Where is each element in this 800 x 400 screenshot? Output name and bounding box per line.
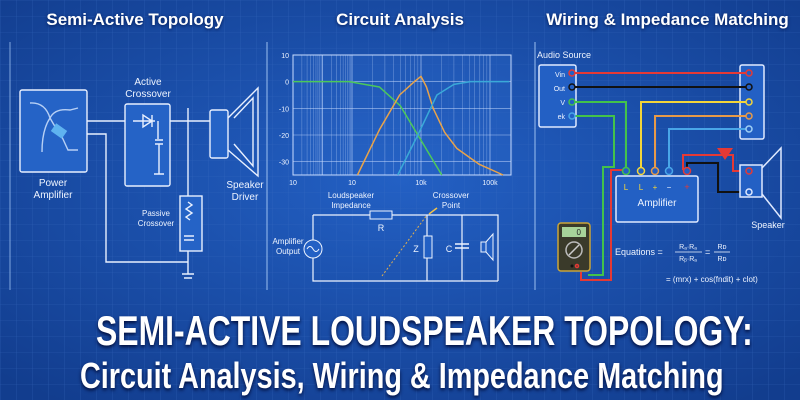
impedance-label: Loudspeaker — [328, 191, 375, 200]
passive-crossover-block — [179, 195, 203, 252]
speaker-label: Speaker — [751, 220, 785, 230]
series-line-2 — [397, 80, 510, 176]
svg-text:ek: ek — [558, 114, 566, 121]
passive-crossover-label: Passive — [142, 209, 171, 218]
wires — [572, 72, 749, 281]
audio-source-label: Audio Source — [537, 50, 591, 60]
series-line-1 — [356, 75, 504, 176]
speaker-driver-icon — [209, 86, 259, 178]
r-label: R — [378, 223, 385, 233]
series-line-0 — [293, 80, 443, 176]
power-amplifier-block — [19, 89, 88, 173]
frequency-response-chart: 10 0 -10 -20 -30 10 10 10k 100kLoudspeakerImpeda… — [272, 53, 512, 282]
svg-text:=: = — [705, 247, 710, 257]
crossover-arrow — [428, 207, 438, 215]
svg-text:Driver: Driver — [232, 192, 259, 203]
equation-expression: = (mrx) + cos(fndit) + clot) — [666, 275, 758, 284]
svg-text:V: V — [560, 100, 565, 107]
heading-semi-active: Semi-Active Topology — [46, 10, 224, 29]
equation-label: Equations = — [615, 247, 663, 257]
svg-text:Rᵦ·Rₐ: Rᵦ·Rₐ — [679, 256, 697, 263]
svg-text:Rᴅ: Rᴅ — [718, 244, 727, 251]
multimeter-icon — [557, 222, 591, 272]
subtitle: Circuit Analysis, Wiring & Impedance Mat… — [80, 355, 724, 396]
z-label: Z — [413, 244, 419, 254]
svg-text:Vin: Vin — [555, 72, 565, 79]
svg-text:L: L — [624, 183, 629, 192]
x-tick-label: 10 — [289, 180, 297, 187]
crossover-marker — [381, 214, 428, 277]
svg-text:L: L — [639, 183, 644, 192]
wiring-diagram: Audio Source Vin Out V ek L L + − + Ampl… — [537, 50, 785, 284]
wires — [87, 108, 210, 279]
x-tick-label: 10k — [415, 180, 427, 187]
y-tick-label: -20 — [279, 133, 289, 140]
meter-value: 0 — [577, 228, 582, 237]
main-title: SEMI-ACTIVE LOUDSPEAKER TOPOLOGY: — [96, 307, 753, 354]
x-tick-label: 100k — [482, 180, 498, 187]
y-tick-label: 10 — [281, 53, 289, 60]
x-tick-label: 10 — [348, 180, 356, 187]
svg-text:Rₐ·Rₐ: Rₐ·Rₐ — [679, 244, 697, 251]
amp-output-label: Amplifier — [272, 237, 303, 246]
crossover-point-label: Point — [442, 201, 461, 210]
svg-text:Amplifier: Amplifier — [34, 190, 74, 201]
svg-text:+: + — [684, 182, 689, 192]
speaker-driver-label: Speaker — [226, 180, 264, 191]
resistor-r — [369, 210, 393, 220]
speaker-icon — [480, 232, 494, 262]
power-amplifier-label: Power — [39, 178, 68, 189]
terminals — [568, 69, 753, 176]
svg-text:−: − — [667, 183, 672, 192]
semi-active-diagram: Power Amplifier Active Crossover Speaker… — [19, 77, 264, 279]
plot-area — [292, 54, 512, 176]
impedance-label: Impedance — [331, 201, 371, 210]
amp-output-label: Output — [276, 247, 301, 256]
capacitor-c — [455, 243, 469, 249]
svg-text:Crossover: Crossover — [138, 219, 175, 228]
crossover-point-label: Crossover — [433, 191, 470, 200]
c-label: C — [446, 244, 453, 254]
circuit-wires — [312, 214, 499, 282]
sine-icon — [306, 246, 320, 252]
y-tick-label: -10 — [279, 106, 289, 113]
svg-text:Rᴅ: Rᴅ — [718, 256, 727, 263]
svg-text:Out: Out — [554, 86, 565, 93]
svg-text:+: + — [653, 183, 658, 192]
svg-text:Crossover: Crossover — [125, 89, 171, 100]
active-crossover-block — [124, 103, 171, 187]
amplifier-box — [615, 175, 699, 223]
active-crossover-label: Active — [134, 77, 162, 88]
heading-wiring: Wiring & Impedance Matching — [546, 10, 789, 29]
heading-circuit-analysis: Circuit Analysis — [336, 10, 464, 29]
y-tick-label: -30 — [279, 160, 289, 167]
speaker-icon — [717, 146, 782, 221]
y-tick-label: 0 — [285, 80, 289, 87]
impedance-z — [423, 235, 433, 259]
amplifier-label: Amplifier — [638, 198, 678, 209]
